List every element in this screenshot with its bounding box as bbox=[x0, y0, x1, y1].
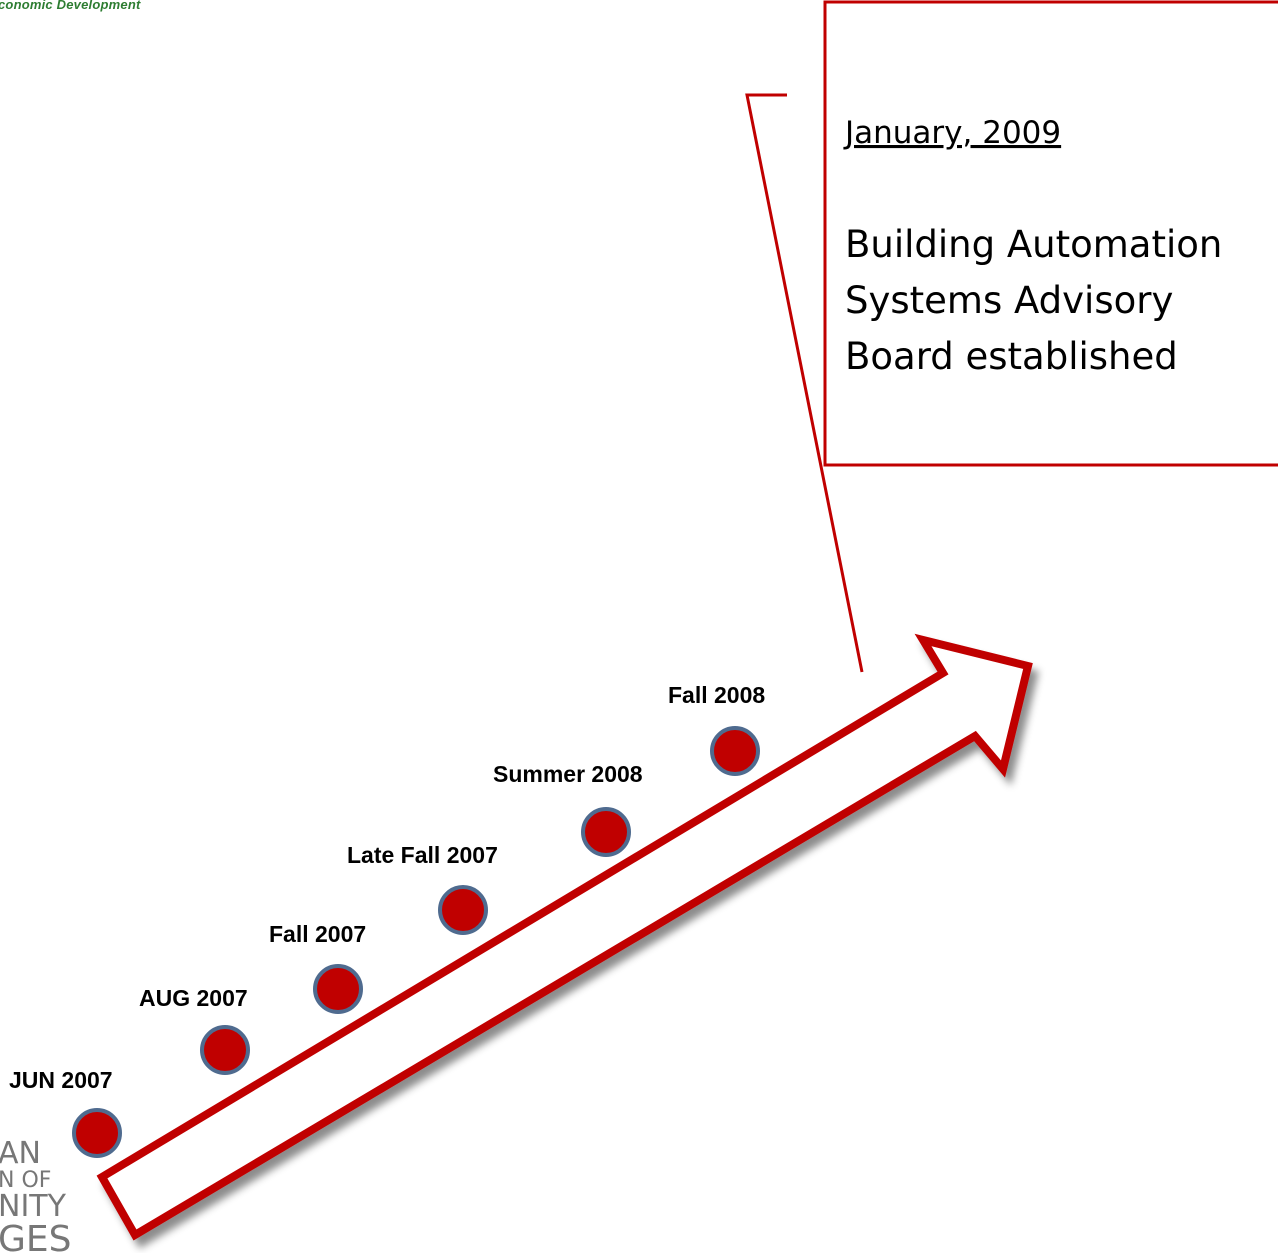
callout-box bbox=[823, 0, 1278, 467]
milestone-dot-jun-2007 bbox=[72, 1108, 122, 1158]
milestone-label-late-fall-2007: Late Fall 2007 bbox=[347, 842, 498, 868]
svg-text:N OF: N OF bbox=[0, 1168, 51, 1193]
milestone-dot-aug-2007 bbox=[200, 1025, 250, 1075]
milestone-dot-fall-2008 bbox=[710, 726, 760, 776]
timeline-arrow bbox=[96, 633, 1033, 1241]
milestone-dot-late-fall-2007 bbox=[438, 885, 488, 935]
milestone-label-jun-2007: JUN 2007 bbox=[9, 1067, 113, 1093]
callout-line-3: Board established bbox=[845, 335, 1178, 378]
milestone-dot-summer-2008 bbox=[581, 807, 631, 857]
callout-line-2: Systems Advisory bbox=[845, 279, 1173, 322]
milestone-label-fall-2008: Fall 2008 bbox=[668, 682, 765, 708]
milestone-label-summer-2008: Summer 2008 bbox=[493, 761, 643, 787]
milestone-label-fall-2007: Fall 2007 bbox=[269, 921, 366, 947]
callout-date: January, 2009 bbox=[843, 115, 1061, 151]
callout-line-1: Building Automation bbox=[845, 223, 1222, 266]
svg-text:AN: AN bbox=[0, 1136, 41, 1171]
header-org-name: conomic Development bbox=[0, 0, 141, 12]
svg-text:NITY: NITY bbox=[0, 1189, 67, 1224]
milestone-label-aug-2007: AUG 2007 bbox=[139, 985, 248, 1011]
callout-pointer bbox=[745, 93, 864, 673]
milestone-dot-fall-2007 bbox=[313, 964, 363, 1014]
svg-text:GES: GES bbox=[0, 1219, 72, 1253]
organization-logo: AN N OF NITY GES bbox=[0, 1136, 72, 1253]
